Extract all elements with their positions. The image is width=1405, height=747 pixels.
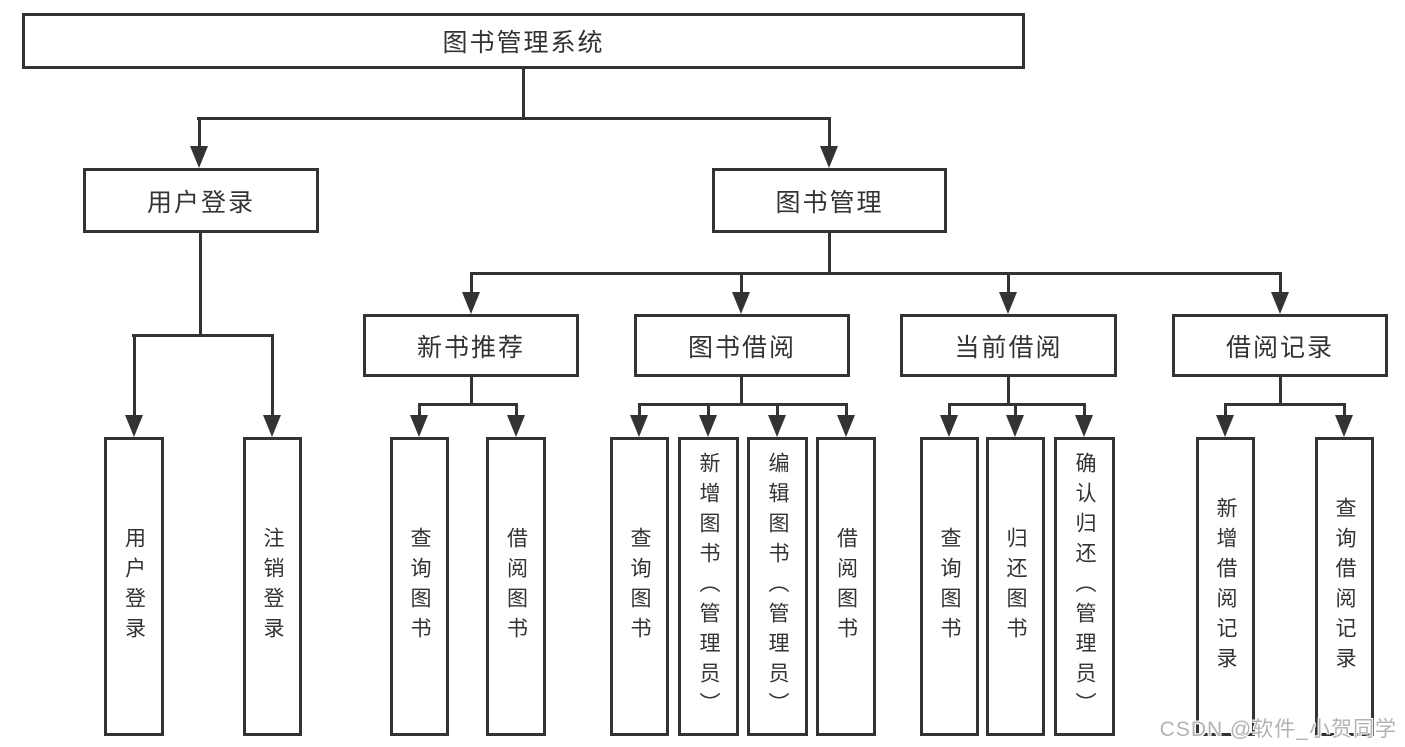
- leaf-user-login-label: 用户登录: [122, 526, 146, 647]
- leaf-return-books: 归还图书: [986, 437, 1045, 736]
- node-current-borrowing: 当前借阅: [900, 314, 1117, 377]
- arrowhead-down-icon: [1075, 415, 1093, 437]
- connector-arrow-shaft: [132, 334, 136, 419]
- connector-line: [1007, 377, 1010, 406]
- node-book-management: 图书管理: [712, 168, 947, 233]
- node-user-login-group-label: 用户登录: [146, 188, 255, 217]
- connector-arrow-shaft: [1223, 403, 1227, 419]
- leaf-query-borrowing-record-label: 查询借阅记录: [1333, 496, 1357, 677]
- arrowhead-down-icon: [462, 292, 480, 314]
- connector-arrow-shaft: [469, 272, 473, 296]
- leaf-logout-login-label: 注销登录: [261, 526, 285, 647]
- leaf-borrow-books-recommend: 借阅图书: [486, 437, 546, 736]
- arrowhead-down-icon: [768, 415, 786, 437]
- leaf-return-books-label: 归还图书: [1004, 526, 1028, 647]
- connector-line: [199, 233, 202, 335]
- leaf-query-books-current: 查询图书: [920, 437, 979, 736]
- leaf-query-books-borrowing: 查询图书: [610, 437, 669, 736]
- arrowhead-down-icon: [732, 292, 750, 314]
- arrowhead-down-icon: [263, 415, 281, 437]
- connector-arrow-shaft: [706, 403, 710, 419]
- leaf-query-books-recommend: 查询图书: [390, 437, 449, 736]
- connector-line: [132, 334, 274, 337]
- connector-line: [948, 403, 1086, 406]
- connector-arrow-shaft: [270, 334, 274, 419]
- connector-arrow-shaft: [417, 403, 421, 419]
- leaf-logout-login: 注销登录: [243, 437, 302, 736]
- arrowhead-down-icon: [940, 415, 958, 437]
- leaf-borrow-books-recommend-label: 借阅图书: [504, 526, 528, 647]
- connector-line: [1279, 377, 1282, 406]
- connector-arrow-shaft: [1278, 272, 1282, 296]
- arrowhead-down-icon: [410, 415, 428, 437]
- leaf-add-borrowing-record-label: 新增借阅记录: [1214, 496, 1238, 677]
- connector-arrow-shaft: [197, 117, 201, 150]
- connector-line: [197, 117, 831, 120]
- csdn-watermark: CSDN @软件_小贺同学: [1159, 718, 1397, 741]
- leaf-confirm-return-admin: 确认归还（管理员）: [1054, 437, 1115, 736]
- node-book-management-label: 图书管理: [775, 188, 884, 217]
- connector-arrow-shaft: [1342, 403, 1346, 419]
- connector-arrow-shaft: [739, 272, 743, 296]
- leaf-borrow-books-borrowing: 借阅图书: [816, 437, 876, 736]
- connector-arrow-shaft: [1082, 403, 1086, 419]
- node-new-book-recommendation-label: 新书推荐: [416, 333, 525, 362]
- arrowhead-down-icon: [999, 292, 1017, 314]
- node-borrowing-records-label: 借阅记录: [1225, 333, 1334, 362]
- leaf-add-borrowing-record: 新增借阅记录: [1196, 437, 1255, 736]
- connector-arrow-shaft: [1006, 272, 1010, 296]
- node-library-management-system: 图书管理系统: [22, 13, 1025, 69]
- connector-arrow-shaft: [844, 403, 848, 419]
- connector-line: [828, 233, 831, 274]
- leaf-user-login: 用户登录: [104, 437, 164, 736]
- connector-arrow-shaft: [1013, 403, 1017, 419]
- connector-line: [418, 403, 518, 406]
- connector-line: [740, 377, 743, 406]
- arrowhead-down-icon: [820, 146, 838, 168]
- node-library-management-system-label: 图书管理系统: [442, 29, 605, 57]
- leaf-query-borrowing-record: 查询借阅记录: [1315, 437, 1374, 736]
- leaf-edit-books-admin-label: 编辑图书（管理员）: [766, 451, 790, 722]
- connector-arrow-shaft: [514, 403, 518, 419]
- connector-arrow-shaft: [637, 403, 641, 419]
- connector-arrow-shaft: [827, 117, 831, 150]
- node-current-borrowing-label: 当前借阅: [954, 333, 1063, 362]
- leaf-confirm-return-admin-label: 确认归还（管理员）: [1073, 451, 1097, 722]
- leaf-query-books-recommend-label: 查询图书: [408, 526, 432, 647]
- leaf-add-books-admin: 新增图书（管理员）: [678, 437, 739, 736]
- arrowhead-down-icon: [1216, 415, 1234, 437]
- connector-line: [470, 272, 1282, 275]
- arrowhead-down-icon: [1006, 415, 1024, 437]
- arrowhead-down-icon: [630, 415, 648, 437]
- connector-arrow-shaft: [947, 403, 951, 419]
- leaf-query-books-borrowing-label: 查询图书: [628, 526, 652, 647]
- arrowhead-down-icon: [837, 415, 855, 437]
- arrowhead-down-icon: [1271, 292, 1289, 314]
- connector-line: [638, 403, 848, 406]
- leaf-edit-books-admin: 编辑图书（管理员）: [747, 437, 808, 736]
- arrowhead-down-icon: [125, 415, 143, 437]
- leaf-add-books-admin-label: 新增图书（管理员）: [697, 451, 721, 722]
- node-user-login-group: 用户登录: [83, 168, 319, 233]
- node-book-borrowing-label: 图书借阅: [687, 333, 796, 362]
- node-borrowing-records: 借阅记录: [1172, 314, 1388, 377]
- node-book-borrowing: 图书借阅: [634, 314, 850, 377]
- arrowhead-down-icon: [507, 415, 525, 437]
- arrowhead-down-icon: [190, 146, 208, 168]
- arrowhead-down-icon: [1335, 415, 1353, 437]
- leaf-borrow-books-borrowing-label: 借阅图书: [834, 526, 858, 647]
- node-new-book-recommendation: 新书推荐: [363, 314, 579, 377]
- leaf-query-books-current-label: 查询图书: [938, 526, 962, 647]
- connector-line: [1224, 403, 1346, 406]
- connector-arrow-shaft: [775, 403, 779, 419]
- connector-line: [522, 69, 525, 118]
- connector-line: [470, 377, 473, 406]
- arrowhead-down-icon: [699, 415, 717, 437]
